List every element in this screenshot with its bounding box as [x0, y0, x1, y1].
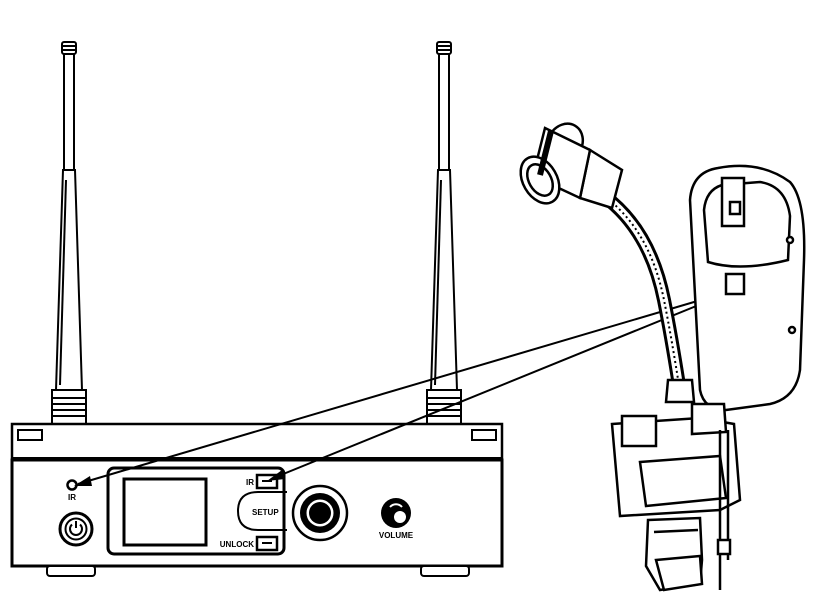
lcd-display [122, 477, 208, 547]
setup-bracket [236, 491, 287, 531]
ir-window [724, 272, 746, 296]
receiver-foot-right [420, 565, 470, 577]
unlock-button[interactable] [255, 535, 279, 552]
receiver-foot-left [46, 565, 96, 577]
setup-label: SETUP [252, 508, 279, 517]
gooseneck [599, 190, 687, 394]
ir-sync-beams [74, 288, 739, 486]
volume-knob[interactable] [381, 498, 411, 528]
arrowhead-sensor [74, 476, 92, 486]
ir-beam-to-button [270, 288, 739, 480]
jog-dial[interactable] [291, 484, 349, 542]
receiver-unit: IR IR SETUP UNLOCK [10, 422, 504, 577]
ir-button-label: IR [246, 478, 254, 487]
power-button[interactable] [58, 511, 94, 547]
power-icon [69, 521, 83, 536]
receiver-top-shell [10, 422, 504, 464]
ir-sensor [66, 479, 78, 491]
arrowhead-button [267, 470, 285, 481]
unlock-label: UNLOCK [220, 540, 254, 549]
left-antenna [51, 41, 87, 425]
right-antenna [426, 41, 462, 425]
volume-label: VOLUME [379, 531, 414, 540]
clip-on-microphone [519, 122, 806, 592]
ir-beam-to-sensor [77, 288, 739, 485]
ir-sensor-label: IR [68, 493, 76, 502]
